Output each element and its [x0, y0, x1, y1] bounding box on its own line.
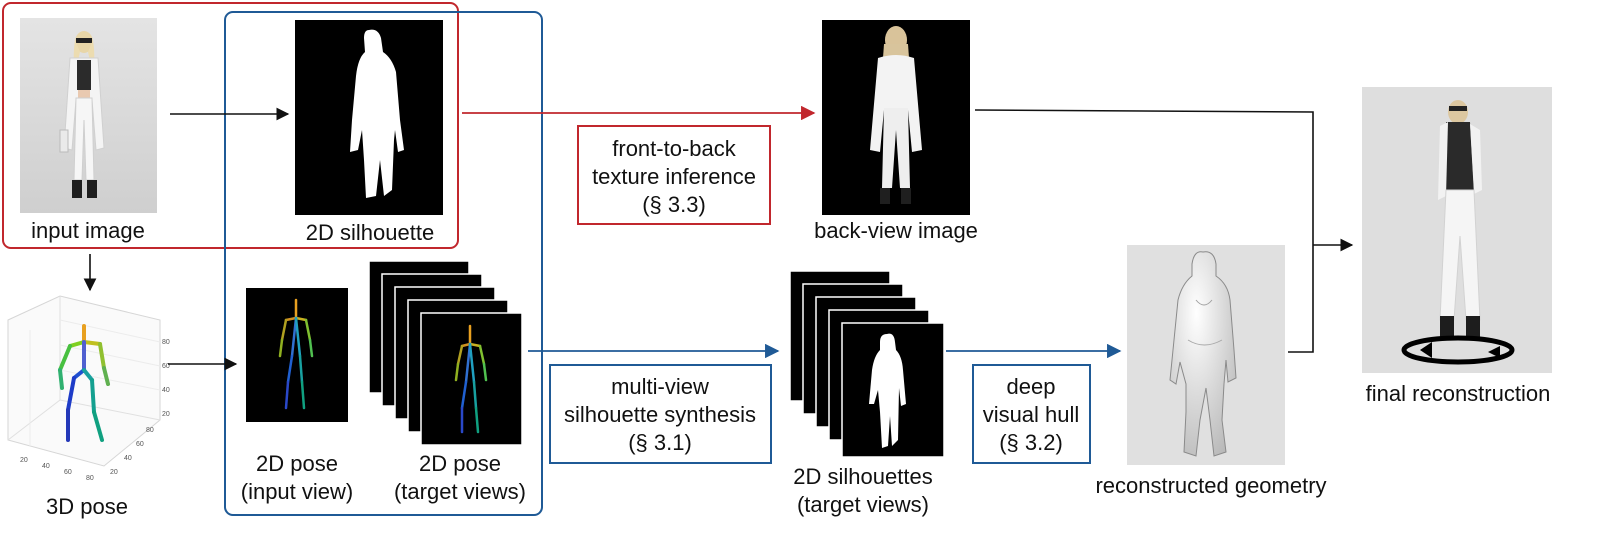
pose3d-ztick-1: 20 [110, 469, 118, 476]
texture-box-line1: front-to-back [612, 136, 736, 161]
hull-box-line2: visual hull [983, 402, 1080, 427]
final-reconstruction-label: final reconstruction [1366, 381, 1551, 406]
pose3d-xtick-1: 20 [20, 457, 28, 464]
texture-inference-box [577, 125, 771, 225]
pose3d-ytick-2: 60 [162, 363, 170, 370]
synthesis-box-line1: multi-view [611, 374, 709, 399]
pose-2d-target-label-2: (target views) [394, 479, 526, 504]
synthesis-box-line3: (§ 3.1) [628, 430, 692, 455]
pose-2d-target-label-1: 2D pose [419, 451, 501, 476]
reconstructed-geometry-image [1127, 245, 1285, 465]
pose-2d-input-label-1: 2D pose [256, 451, 338, 476]
pose-3d-label: 3D pose [46, 494, 128, 519]
reconstructed-geometry-label: reconstructed geometry [1095, 473, 1326, 498]
silhouettes-label-1: 2D silhouettes [793, 464, 932, 489]
pose3d-xtick-4: 80 [86, 475, 94, 482]
pose3d-ytick-3: 40 [162, 387, 170, 394]
texture-box-line3: (§ 3.3) [642, 192, 706, 217]
texture-box-line2: texture inference [592, 164, 756, 189]
back-view-image [822, 20, 970, 215]
pose3d-ytick-4: 20 [162, 411, 170, 418]
input-image [20, 18, 157, 213]
pose-2d-input-label-2: (input view) [241, 479, 353, 504]
silhouette-2d-label: 2D silhouette [306, 220, 434, 245]
pose-2d-target-stack [368, 260, 523, 446]
red-group-frame [2, 2, 459, 249]
silhouettes-label-2: (target views) [797, 492, 929, 517]
hull-box-line1: deep [1007, 374, 1056, 399]
pose3d-ytick-1: 80 [162, 339, 170, 346]
hull-box-line3: (§ 3.2) [999, 430, 1063, 455]
silhouette-synthesis-box [549, 364, 772, 464]
connector-backview-to-final [974, 109, 1314, 245]
pose3d-ztick-2: 40 [124, 455, 132, 462]
final-reconstruction-image [1362, 87, 1552, 373]
pose3d-ztick-3: 60 [136, 441, 144, 448]
silhouettes-target-stack [789, 270, 945, 458]
visual-hull-box [972, 364, 1091, 464]
pose-3d-plot: 80 60 40 20 20 40 60 80 20 40 60 80 [7, 295, 170, 482]
input-image-label: input image [31, 218, 145, 243]
back-view-label: back-view image [814, 218, 978, 243]
pose3d-ztick-4: 80 [146, 427, 154, 434]
silhouette-2d-panel [295, 20, 443, 215]
pose-2d-input-panel [246, 288, 348, 422]
synthesis-box-line2: silhouette synthesis [564, 402, 756, 427]
blue-group-frame [224, 11, 543, 516]
pose3d-xtick-2: 40 [42, 463, 50, 470]
connector-geometry-to-final [1288, 245, 1314, 353]
pose3d-xtick-3: 60 [64, 469, 72, 476]
